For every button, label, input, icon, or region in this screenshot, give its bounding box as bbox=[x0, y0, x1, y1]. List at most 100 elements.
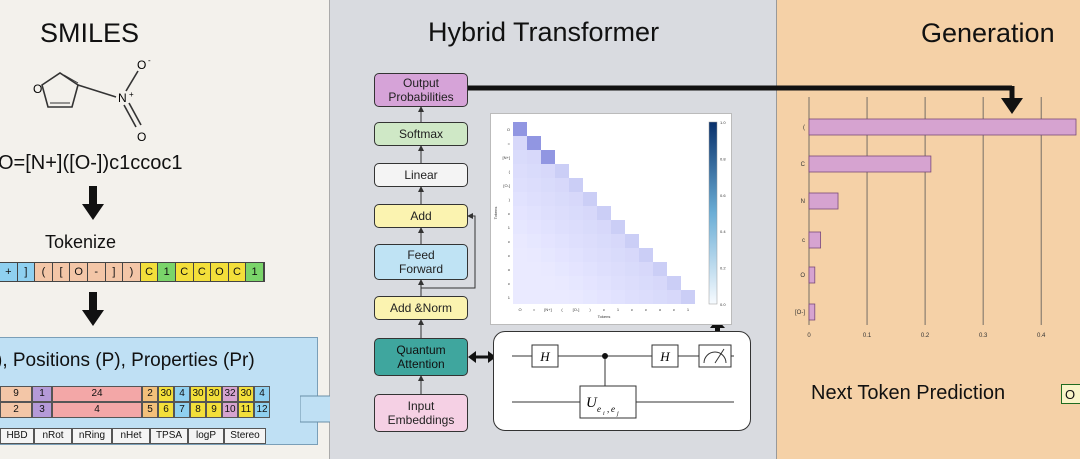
heatmap-cell bbox=[569, 192, 583, 206]
feature-cell: 2 bbox=[142, 386, 158, 402]
heatmap-y-tick: [N+] bbox=[503, 155, 510, 160]
heatmap-cell bbox=[625, 276, 639, 290]
heatmap-cell bbox=[611, 164, 625, 178]
heatmap-cell bbox=[569, 248, 583, 262]
heatmap-cell bbox=[569, 150, 583, 164]
colorbar-tick: 0.6 bbox=[720, 193, 726, 198]
smiles-string: O=[N+]([O-])c1ccoc1 bbox=[0, 152, 183, 174]
property-cell: TPSA bbox=[150, 428, 188, 444]
heatmap-cell bbox=[625, 220, 639, 234]
token-cell: ) bbox=[123, 263, 141, 281]
heatmap-cell bbox=[569, 290, 583, 304]
chart-y-tick: ( bbox=[803, 125, 805, 131]
chart-x-tick: 0.1 bbox=[863, 333, 872, 339]
heatmap-cell bbox=[611, 234, 625, 248]
heatmap-y-tick: c bbox=[508, 211, 510, 216]
heatmap-cell bbox=[611, 206, 625, 220]
heatmap-cell bbox=[583, 276, 597, 290]
svg-text:i: i bbox=[603, 411, 605, 417]
heatmap-y-tick: [O-] bbox=[503, 183, 510, 188]
heatmap-x-tick: c bbox=[645, 307, 647, 312]
feature-cell: 24 bbox=[52, 386, 142, 402]
heatmap-cell bbox=[569, 234, 583, 248]
heatmap-y-tick: ( bbox=[509, 169, 511, 174]
heatmap-cell bbox=[583, 234, 597, 248]
chart-y-tick: c bbox=[802, 238, 805, 244]
heatmap-cell bbox=[513, 262, 527, 276]
heatmap-cell bbox=[625, 164, 639, 178]
heatmap-cell bbox=[555, 276, 569, 290]
heatmap-cell bbox=[667, 178, 681, 192]
heatmap-cell bbox=[667, 164, 681, 178]
atom-o-double: O bbox=[137, 130, 146, 144]
heatmap-cell bbox=[555, 150, 569, 164]
svg-text:-: - bbox=[148, 56, 151, 65]
next-token-label: Next Token Prediction bbox=[811, 382, 1006, 404]
heatmap-cell bbox=[541, 136, 555, 150]
heatmap-cell bbox=[681, 192, 695, 206]
heatmap-cell bbox=[625, 136, 639, 150]
heatmap-cell bbox=[583, 192, 597, 206]
heatmap-cell bbox=[541, 150, 555, 164]
heatmap-cell bbox=[653, 122, 667, 136]
quantum-attention-block: Quantum Attention bbox=[374, 338, 468, 376]
heatmap-cell bbox=[555, 234, 569, 248]
svg-text:j: j bbox=[616, 411, 619, 417]
heatmap-cell bbox=[583, 220, 597, 234]
feature-cell: 8 bbox=[190, 402, 206, 418]
heatmap-cell bbox=[653, 220, 667, 234]
heatmap-cell bbox=[597, 234, 611, 248]
input-embeddings-block: Input Embeddings bbox=[374, 394, 468, 432]
heatmap-cell bbox=[625, 192, 639, 206]
chart-bar bbox=[808, 231, 822, 249]
heatmap-ylabel: Tokens bbox=[493, 207, 498, 220]
heatmap-cell bbox=[513, 220, 527, 234]
heatmap-cell bbox=[653, 290, 667, 304]
heatmap-cell bbox=[541, 234, 555, 248]
tokenize-label: Tokenize bbox=[45, 232, 117, 252]
heatmap-cell bbox=[597, 276, 611, 290]
heatmap-cell bbox=[667, 248, 681, 262]
feature-cell: 4 bbox=[174, 386, 190, 402]
heatmap-cell bbox=[667, 234, 681, 248]
property-cell: nRing bbox=[72, 428, 112, 444]
feed-forward-block: Feed Forward bbox=[374, 244, 468, 280]
heatmap-cell bbox=[611, 262, 625, 276]
heatmap-colorbar bbox=[708, 121, 718, 305]
heatmap-cell bbox=[667, 192, 681, 206]
heatmap-cell bbox=[681, 248, 695, 262]
unitary-gate: U bbox=[586, 395, 598, 411]
chart-bar bbox=[808, 155, 932, 173]
heatmap-cell bbox=[653, 248, 667, 262]
heatmap-cell bbox=[555, 122, 569, 136]
feature-cell: 32 bbox=[222, 386, 238, 402]
colorbar-tick: 0.8 bbox=[720, 156, 726, 161]
heatmap-cell bbox=[597, 262, 611, 276]
chart-x-tick: 0.2 bbox=[921, 333, 930, 339]
chart-x-tick: 0.3 bbox=[979, 333, 988, 339]
heatmap-x-tick: o bbox=[659, 307, 662, 312]
heatmap-cell bbox=[681, 150, 695, 164]
chart-y-tick: [O-] bbox=[795, 310, 805, 316]
chart-bar bbox=[808, 266, 816, 284]
heatmap-cell bbox=[653, 206, 667, 220]
chart-x-tick: 0 bbox=[807, 333, 811, 339]
chart-bar bbox=[808, 118, 1077, 136]
heatmap-cell bbox=[569, 276, 583, 290]
smiles-title: SMILES bbox=[40, 18, 140, 48]
token-cell: C bbox=[140, 263, 159, 281]
heatmap-cell bbox=[597, 290, 611, 304]
chart-bar bbox=[808, 192, 839, 210]
heatmap-cell bbox=[569, 220, 583, 234]
softmax-block: Softmax bbox=[374, 122, 468, 146]
heatmap-cell bbox=[569, 178, 583, 192]
heatmap-cell bbox=[541, 248, 555, 262]
heatmap-cell bbox=[513, 234, 527, 248]
transformer-title: Hybrid Transformer bbox=[428, 17, 660, 47]
heatmap-y-tick: 1 bbox=[508, 225, 511, 230]
heatmap-cell bbox=[611, 220, 625, 234]
heatmap-cell bbox=[597, 136, 611, 150]
heatmap-cell bbox=[583, 178, 597, 192]
heatmap-cell bbox=[527, 122, 541, 136]
